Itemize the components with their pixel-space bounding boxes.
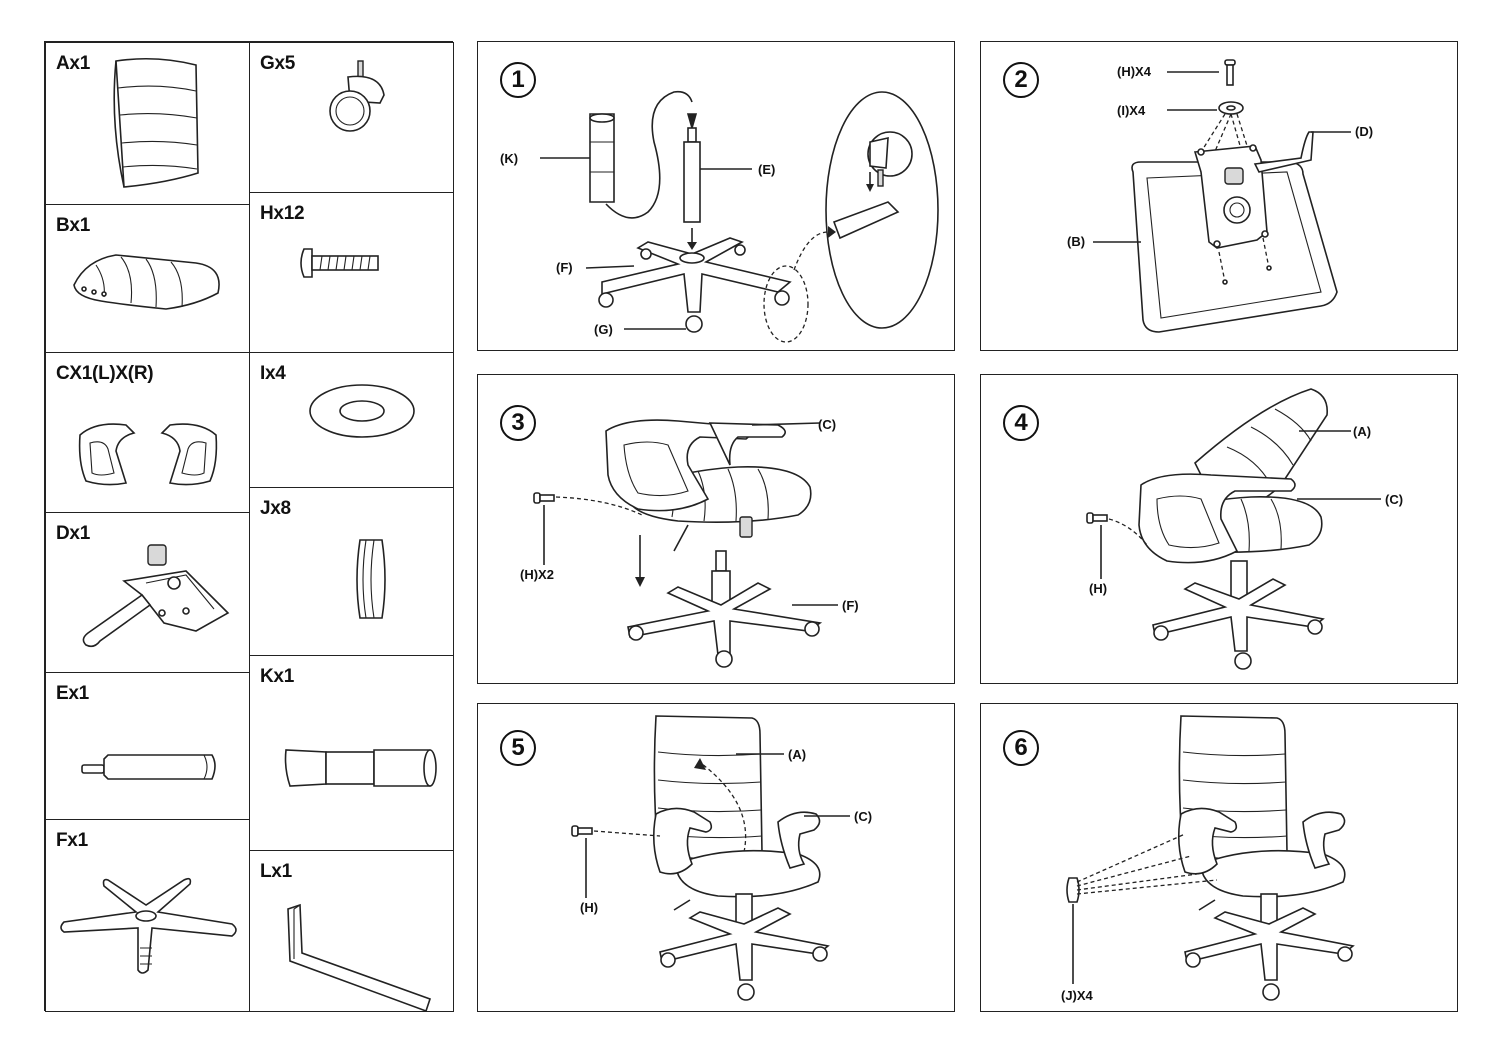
part-label-l: Lx1 [260, 861, 292, 882]
step-1-number: 1 [500, 62, 536, 98]
part-cell-k: Kx1 [249, 655, 454, 851]
allen-key-illustration [287, 903, 432, 1013]
step-4-illustration [1086, 388, 1381, 670]
parts-list-panel: Ax1 Bx1 CX1(L)X(R) Dx1 [44, 41, 454, 1013]
part-cell-i: Ix4 [249, 352, 454, 488]
cap-illustration [356, 539, 386, 619]
step-1-callout-f: (F) [556, 260, 573, 275]
star-base-illustration [60, 877, 237, 974]
step-2-number: 2 [1003, 62, 1039, 98]
step-5-callout-a: (A) [788, 747, 807, 762]
part-cell-c: CX1(L)X(R) [45, 352, 250, 513]
part-label-i: Ix4 [260, 363, 286, 384]
part-cell-g: Gx5 [249, 42, 454, 193]
armrests-illustration [78, 423, 218, 486]
step-4-panel: 4 (A) (C) (H) [980, 374, 1458, 684]
step-4-callout-a: (A) [1353, 424, 1372, 439]
step-4-callout-c: (C) [1385, 492, 1404, 507]
step-3-callout-f: (F) [842, 598, 859, 613]
part-label-a: Ax1 [56, 53, 90, 74]
part-cell-d: Dx1 [45, 512, 250, 673]
mechanism-illustration [82, 544, 230, 648]
step-6-number: 6 [1003, 730, 1039, 766]
part-label-e: Ex1 [56, 683, 89, 704]
part-cell-a: Ax1 [45, 42, 250, 205]
cylinder-cover-illustration [284, 749, 437, 787]
backrest-illustration [113, 57, 199, 188]
step-3-callout-c: (C) [818, 417, 837, 432]
step-1-callout-k: (K) [500, 151, 519, 166]
part-label-h: Hx12 [260, 203, 305, 224]
part-cell-j: Jx8 [249, 487, 454, 656]
part-label-k: Kx1 [260, 666, 294, 687]
part-cell-f: Fx1 [45, 819, 250, 1012]
part-cell-l: Lx1 [249, 850, 454, 1013]
step-6-illustration [1066, 715, 1355, 1001]
step-2-callout-d: (D) [1355, 124, 1374, 139]
step-2-callout-b: (B) [1067, 234, 1086, 249]
washer-illustration [309, 384, 415, 438]
part-cell-h: Hx12 [249, 192, 454, 353]
step-4-callout-h: (H) [1089, 581, 1108, 596]
step-2-panel: 2 (H)X4 (I)X4 (D) (B) [980, 41, 1458, 351]
part-label-j: Jx8 [260, 498, 291, 519]
part-label-c: CX1(L)X(R) [56, 363, 154, 384]
step-5-callout-c: (C) [854, 809, 873, 824]
part-label-f: Fx1 [56, 830, 88, 851]
step-3-illustration [533, 419, 838, 668]
step-1-panel: 1 [477, 41, 955, 351]
step-2-illustration [1093, 59, 1351, 333]
step-1-callout-g: (G) [594, 322, 613, 337]
step-2-callout-i: (I)X4 [1117, 103, 1146, 118]
step-3-panel: 3 (C) (H)X2 (F) [477, 374, 955, 684]
step-5-callout-h: (H) [580, 900, 599, 915]
part-label-g: Gx5 [260, 53, 296, 74]
seat-illustration [73, 254, 220, 310]
step-1-callout-e: (E) [758, 162, 776, 177]
step-6-callout-j: (J)X4 [1061, 988, 1093, 1003]
bolt-illustration [300, 248, 379, 278]
gas-lift-illustration [81, 754, 216, 780]
step-2-callout-h: (H)X4 [1117, 64, 1151, 79]
part-cell-b: Bx1 [45, 204, 250, 353]
part-cell-e: Ex1 [45, 672, 250, 820]
caster-illustration [329, 60, 385, 132]
part-label-b: Bx1 [56, 215, 90, 236]
step-4-number: 4 [1003, 405, 1039, 441]
step-3-callout-h: (H)X2 [520, 567, 554, 582]
step-5-panel: 5 (A) (C) (H) [477, 703, 955, 1012]
step-5-number: 5 [500, 730, 536, 766]
step-6-panel: 6 (J)X4 [980, 703, 1458, 1012]
step-1-illustration [540, 90, 939, 343]
part-label-d: Dx1 [56, 523, 90, 544]
step-3-number: 3 [500, 405, 536, 441]
step-5-illustration [571, 715, 850, 1001]
